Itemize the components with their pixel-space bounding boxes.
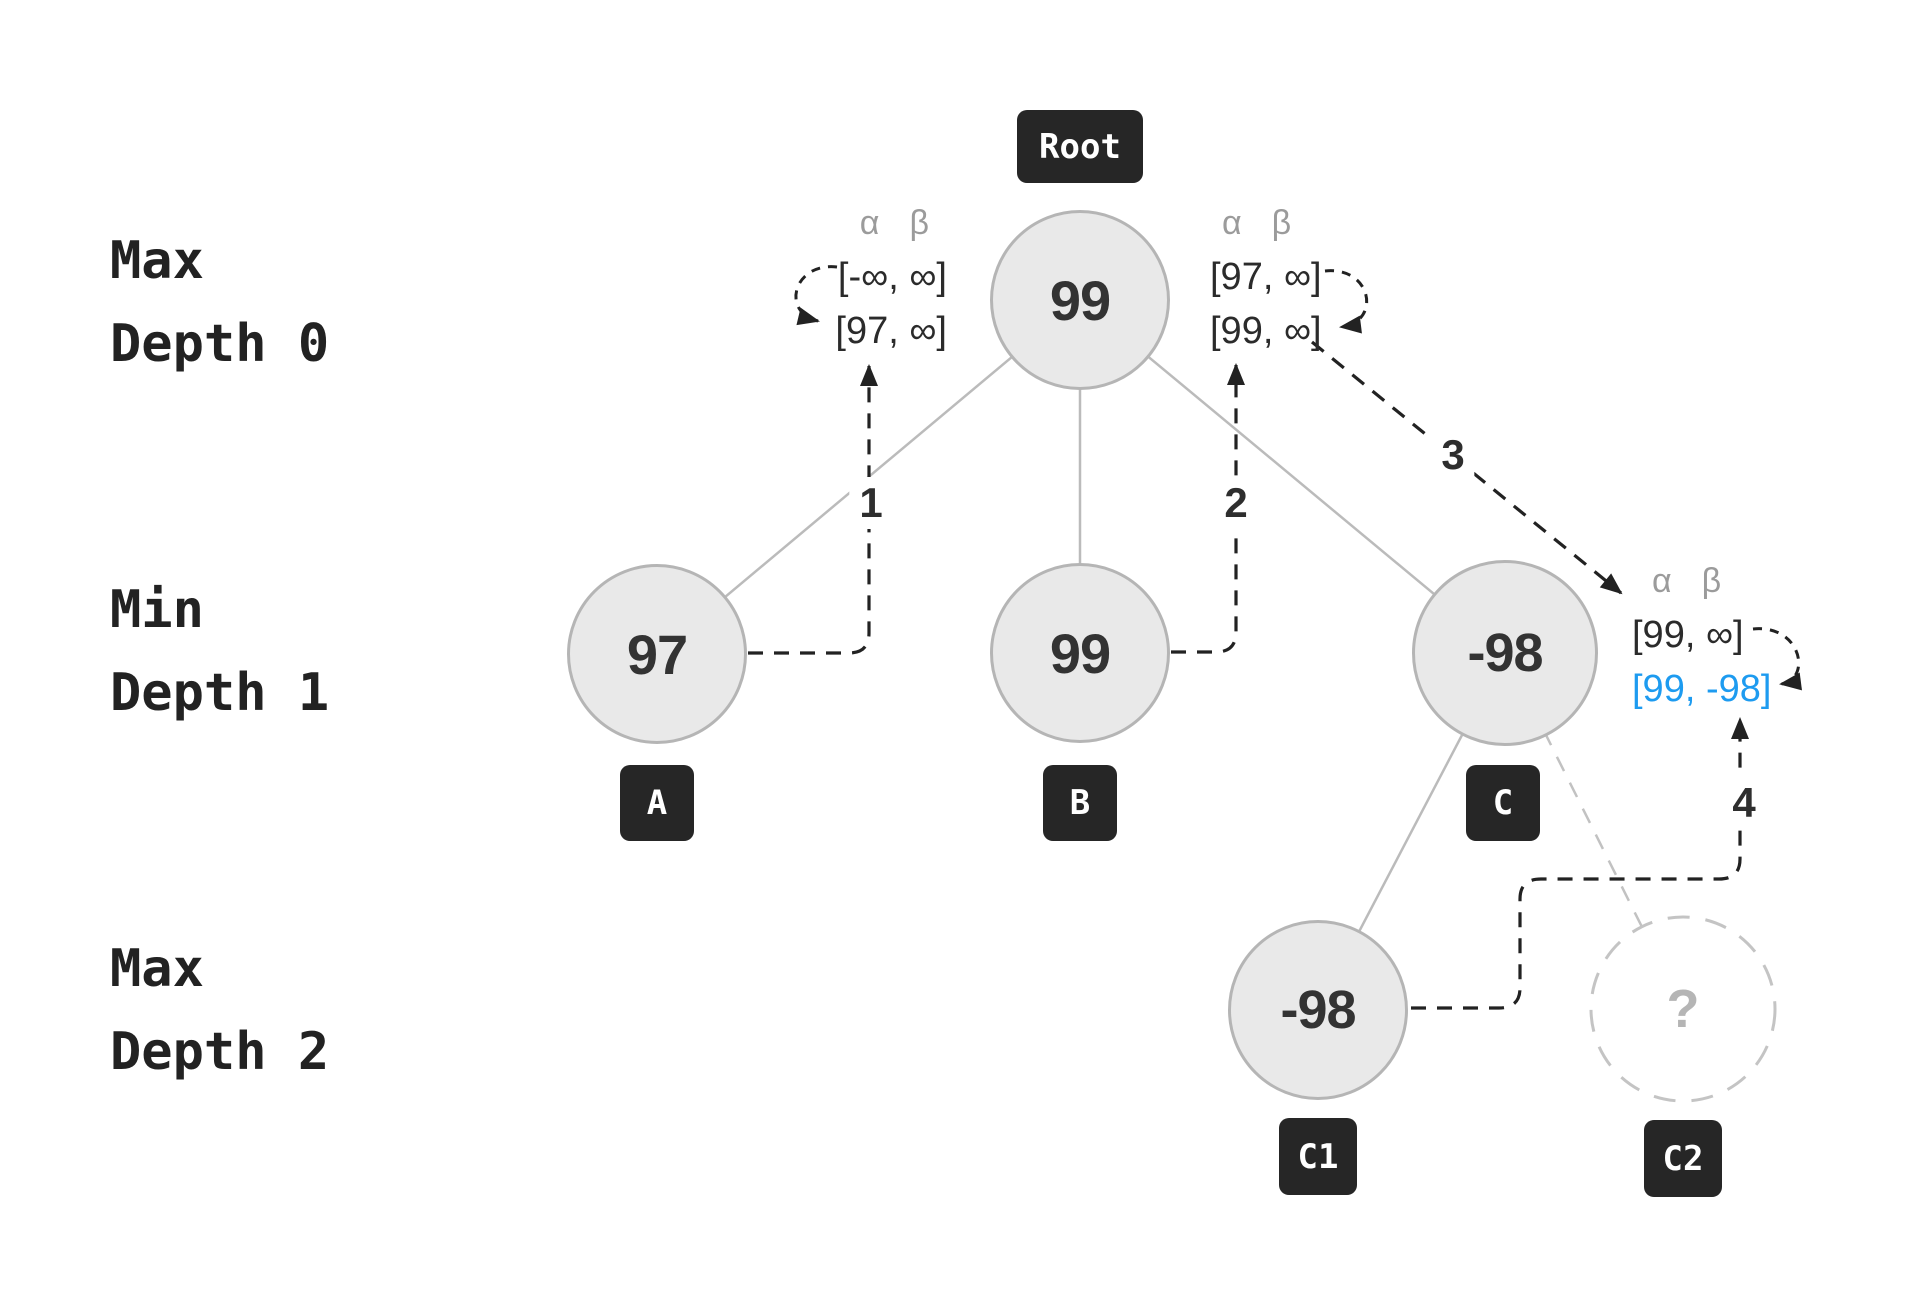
depth-1-role: Min <box>110 580 204 640</box>
tag-b: B <box>1043 765 1117 841</box>
depth-2-role: Max <box>110 939 204 999</box>
tag-c1-text: C1 <box>1297 1136 1339 1177</box>
node-c1[interactable]: -98 <box>1228 920 1408 1100</box>
annotation-root-left: α β [-∞, ∞] [97, ∞] <box>835 196 947 358</box>
tag-a: A <box>620 765 694 841</box>
annotation-root-right: α β [97, ∞] [99, ∞] <box>1210 196 1322 358</box>
arrow-update-root-right <box>1324 269 1369 334</box>
step-2-badge: 2 <box>1214 477 1258 529</box>
tag-b-text: B <box>1069 783 1091 823</box>
alpha-symbol: α <box>859 203 880 242</box>
ab-window-before-b: [97, ∞] <box>1210 255 1322 298</box>
depth-0-text: Depth 0 <box>110 314 330 374</box>
ab-window-at-c: [99, ∞] <box>1632 613 1744 656</box>
tag-root: Root <box>1017 110 1143 183</box>
tag-a-text: A <box>646 783 668 823</box>
node-c[interactable]: -98 <box>1412 560 1598 746</box>
alpha-beta-header: α β <box>1632 554 1771 608</box>
update-arrows <box>794 265 1802 691</box>
alpha-symbol: α <box>1222 203 1242 242</box>
alpha-beta-header: α β <box>835 196 929 250</box>
beta-symbol: β <box>909 203 929 242</box>
node-c1-value: -98 <box>1280 980 1356 1040</box>
propagation-arrows <box>748 340 1749 1010</box>
ab-window-after-a: [97, ∞] <box>835 309 947 352</box>
tag-c2: C2 <box>1644 1120 1722 1197</box>
node-c-value: -98 <box>1467 623 1543 683</box>
node-c2-value: ? <box>1666 979 1700 1039</box>
tag-c1: C1 <box>1279 1118 1357 1195</box>
ab-window-initial: [-∞, ∞] <box>837 255 947 298</box>
beta-symbol: β <box>1271 203 1292 242</box>
step-4-badge: 4 <box>1722 777 1766 829</box>
tag-c: C <box>1466 765 1540 841</box>
arrow-step2-path <box>1171 363 1245 654</box>
depth-0-role: Max <box>110 231 204 291</box>
arrow-update-root-left <box>794 265 838 326</box>
annotation-c-right: α β [99, ∞] [99, -98] <box>1632 554 1771 716</box>
node-c2-dashed-circle <box>1589 915 1777 1103</box>
arrow-step3-path <box>1310 340 1623 595</box>
arrow-step1-path <box>748 364 878 655</box>
ab-window-after-b: [99, ∞] <box>1210 309 1322 352</box>
node-a[interactable]: 97 <box>567 564 747 744</box>
tag-c2-text: C2 <box>1662 1138 1704 1179</box>
arrow-update-c-right <box>1752 627 1802 691</box>
beta-symbol: β <box>1701 561 1722 600</box>
alpha-symbol: α <box>1652 561 1672 600</box>
tag-c-text: C <box>1492 783 1514 823</box>
node-a-value: 97 <box>626 622 688 686</box>
node-root[interactable]: 99 <box>990 210 1170 390</box>
tag-root-text: Root <box>1039 126 1121 167</box>
node-root-value: 99 <box>1049 268 1111 332</box>
node-c2-unknown: ? <box>1633 959 1733 1059</box>
depth-1-text: Depth 1 <box>110 663 330 723</box>
node-b[interactable]: 99 <box>990 563 1170 743</box>
step-3-badge: 3 <box>1431 429 1475 481</box>
depth-2-text: Depth 2 <box>110 1022 330 1082</box>
ab-window-cutoff: [99, -98] <box>1632 667 1772 710</box>
step-1-badge: 1 <box>849 477 893 529</box>
alpha-beta-header: α β <box>1210 196 1322 250</box>
node-b-value: 99 <box>1049 621 1111 685</box>
